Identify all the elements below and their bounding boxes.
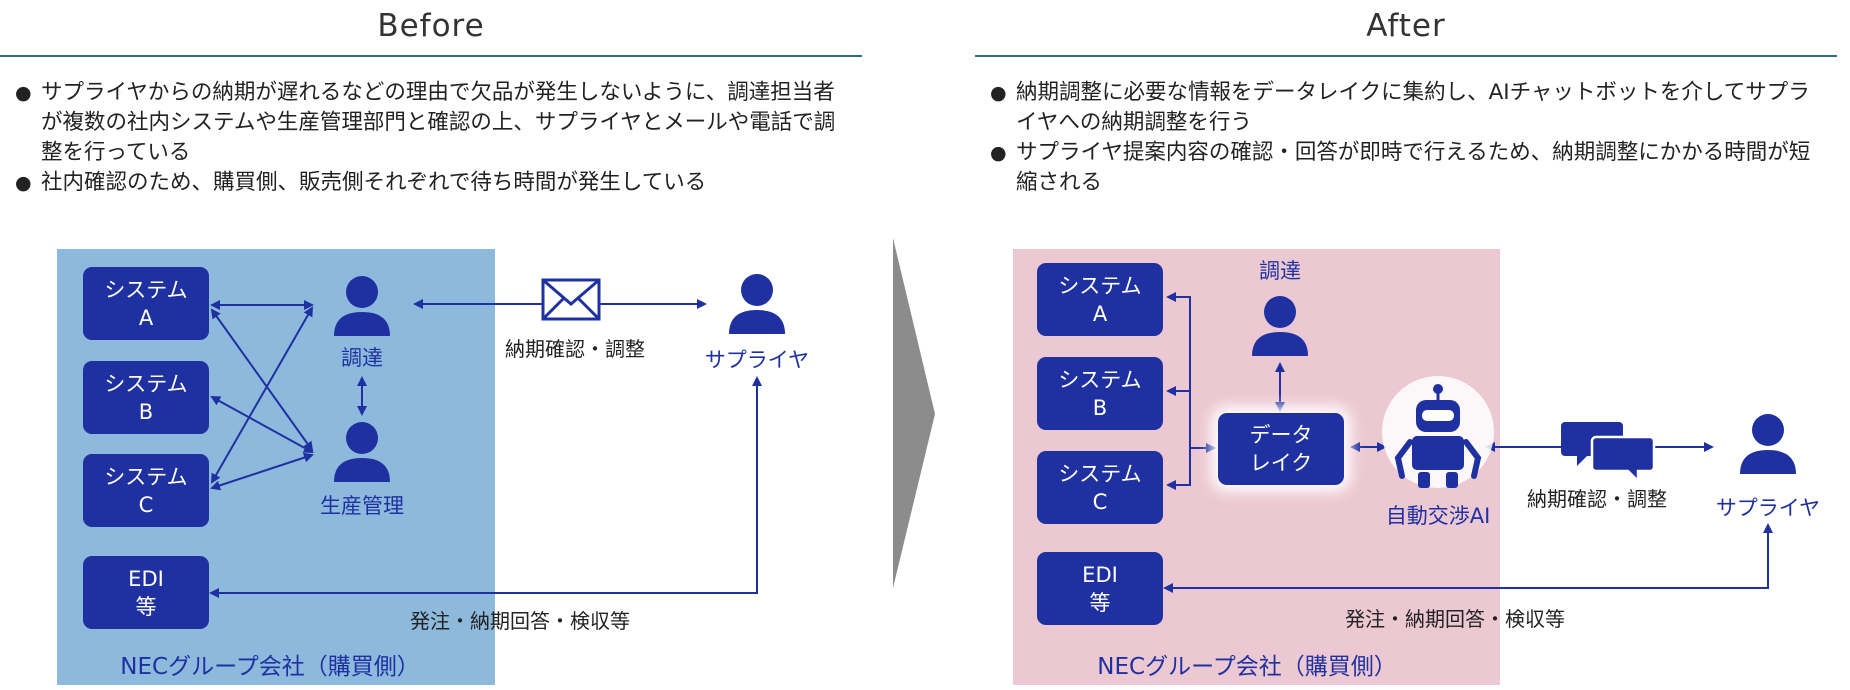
after-datalake: データ レイク [1218,413,1344,485]
after-bullets: 納期調整に必要な情報をデータレイクに集約し、AIチャットボットを介してサプライヤ… [990,78,1820,198]
datalake-line1: データ [1249,423,1313,447]
after-bullet-2: サプライヤ提案内容の確認・回答が即時で行えるため、納期調整にかかる時間が短縮され… [990,138,1820,198]
system-label: システム [1058,367,1142,392]
after-system-c: システム C [1037,451,1163,524]
after-heading-rule [975,55,1837,57]
person-icon [1252,296,1308,356]
before-production-label: 生産管理 [320,494,404,518]
before-bullet-2: 社内確認のため、購買側、販売側それぞれで待ち時間が発生している [15,168,850,198]
before-procurement-label: 調達 [341,346,383,370]
before-panel-label: NECグループ会社（購買側） [120,654,420,680]
before-heading-rule [0,55,862,57]
before-system-a: システム A [83,267,209,340]
person-icon [334,276,390,336]
person-icon [1740,414,1796,474]
before-supplier-label: サプライヤ [704,348,810,372]
after-edi-flow-label: 発注・納期回答・検収等 [1345,607,1565,631]
before-bullets: サプライヤからの納期が遅れるなどの理由で欠品が発生しないように、調達担当者が複数… [15,78,850,198]
system-id: B [138,399,154,424]
system-label: システム [104,371,188,396]
before-system-c: システム C [83,454,209,527]
person-icon [729,274,785,334]
before-heading: Before [377,8,485,44]
system-id: B [1092,395,1108,420]
system-label: システム [104,464,188,489]
before-system-b: システム B [83,361,209,434]
after-ai-label: 自動交渉AI [1385,504,1491,528]
after-heading: After [1366,8,1446,44]
person-icon [334,422,390,482]
edi-suffix: 等 [1089,590,1111,615]
robot-icon [1382,376,1494,488]
chat-bubbles-icon [1561,422,1656,485]
after-chat-label: 納期確認・調整 [1527,487,1667,511]
envelope-icon [541,278,601,321]
datalake-line2: レイク [1249,451,1313,475]
before-edi-flow-label: 発注・納期回答・検収等 [410,609,630,633]
after-system-a: システム A [1037,263,1163,336]
system-id: A [138,305,154,330]
after-procurement-label: 調達 [1259,259,1301,283]
after-bullet-1: 納期調整に必要な情報をデータレイクに集約し、AIチャットボットを介してサプライヤ… [990,78,1820,138]
system-label: システム [1058,273,1142,298]
before-edi: EDI 等 [83,556,209,629]
before-mail-label: 納期確認・調整 [505,337,645,361]
edi-suffix: 等 [135,594,157,619]
after-panel-label: NECグループ会社（購買側） [1097,654,1397,680]
edi-label: EDI [1082,562,1118,587]
system-id: C [138,492,154,517]
system-id: C [1092,489,1108,514]
after-system-b: システム B [1037,357,1163,430]
system-label: システム [1058,461,1142,486]
system-label: システム [104,277,188,302]
after-supplier-label: サプライヤ [1715,496,1821,520]
edi-label: EDI [128,566,164,591]
before-bullet-1: サプライヤからの納期が遅れるなどの理由で欠品が発生しないように、調達担当者が複数… [15,78,850,168]
arrow-edi-supplier-before [209,376,762,598]
after-edi: EDI 等 [1037,552,1163,625]
arrow-edi-supplier-after [1163,523,1773,593]
system-id: A [1092,301,1108,326]
